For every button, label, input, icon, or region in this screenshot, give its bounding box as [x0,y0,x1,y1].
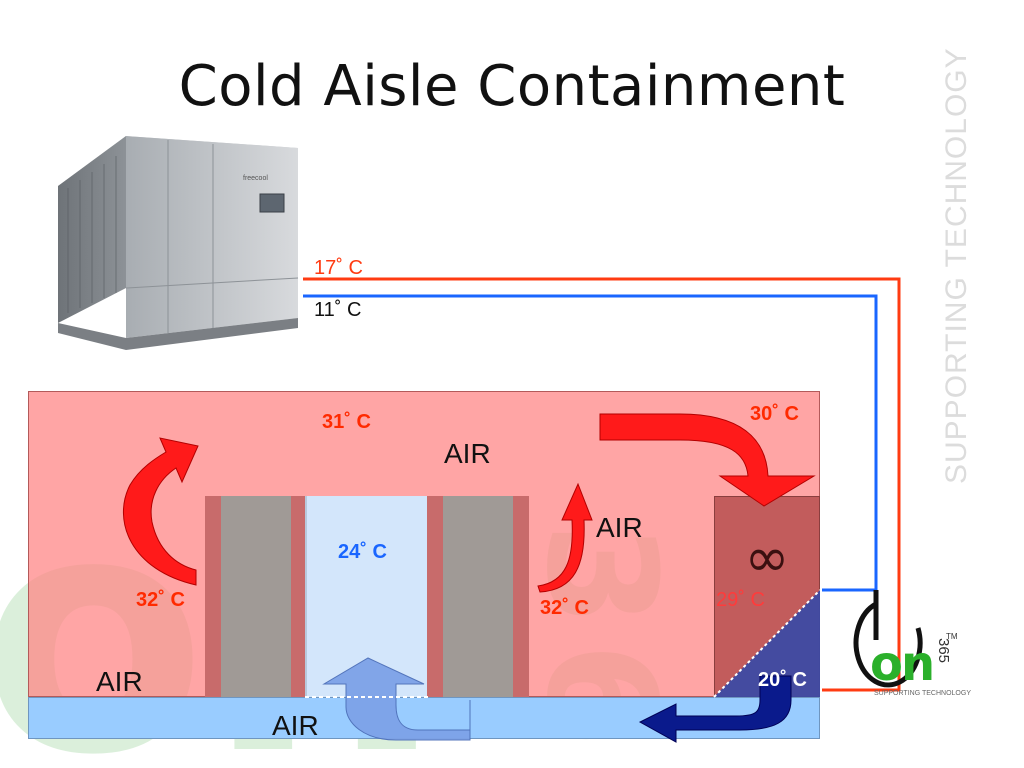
logo-trademark: TM [946,632,958,641]
right-rack-exhaust-temp: 32˚ C [540,597,589,619]
left-server-rack [205,496,307,697]
air-label-right-rack: AIR [596,512,643,543]
air-label-ceiling: AIR [444,438,491,469]
return-pipe-temp: 11˚ C [314,299,362,321]
crac-infinity-symbol: ∞ [744,526,790,589]
left-rack-exhaust-temp: 32˚ C [136,589,185,611]
air-label-floor-left: AIR [96,666,143,697]
crac-unit-temp: 29˚ C [716,589,765,611]
raised-floor-plenum [28,697,820,739]
logo-365-text: 365 [935,638,952,664]
cold-aisle-temp: 24˚ C [338,541,387,563]
logo-on-text: on [870,636,935,692]
crac-top-temp: 30˚ C [750,403,799,425]
slide-title: Cold Aisle Containment [178,54,846,119]
chiller-unit-image: freecool [28,118,346,366]
logo-tagline: SUPPORTING TECHNOLOGY [874,690,971,697]
crac-out-temp: 20˚ C [758,669,807,691]
contained-cold-aisle [305,496,429,697]
supply-pipe-temp: 17˚ C [314,257,363,279]
chiller-brand-text: freecool [243,175,268,182]
ceiling-temp: 31˚ C [322,411,371,433]
air-label-underfloor: AIR [272,710,319,741]
right-server-rack [427,496,529,697]
